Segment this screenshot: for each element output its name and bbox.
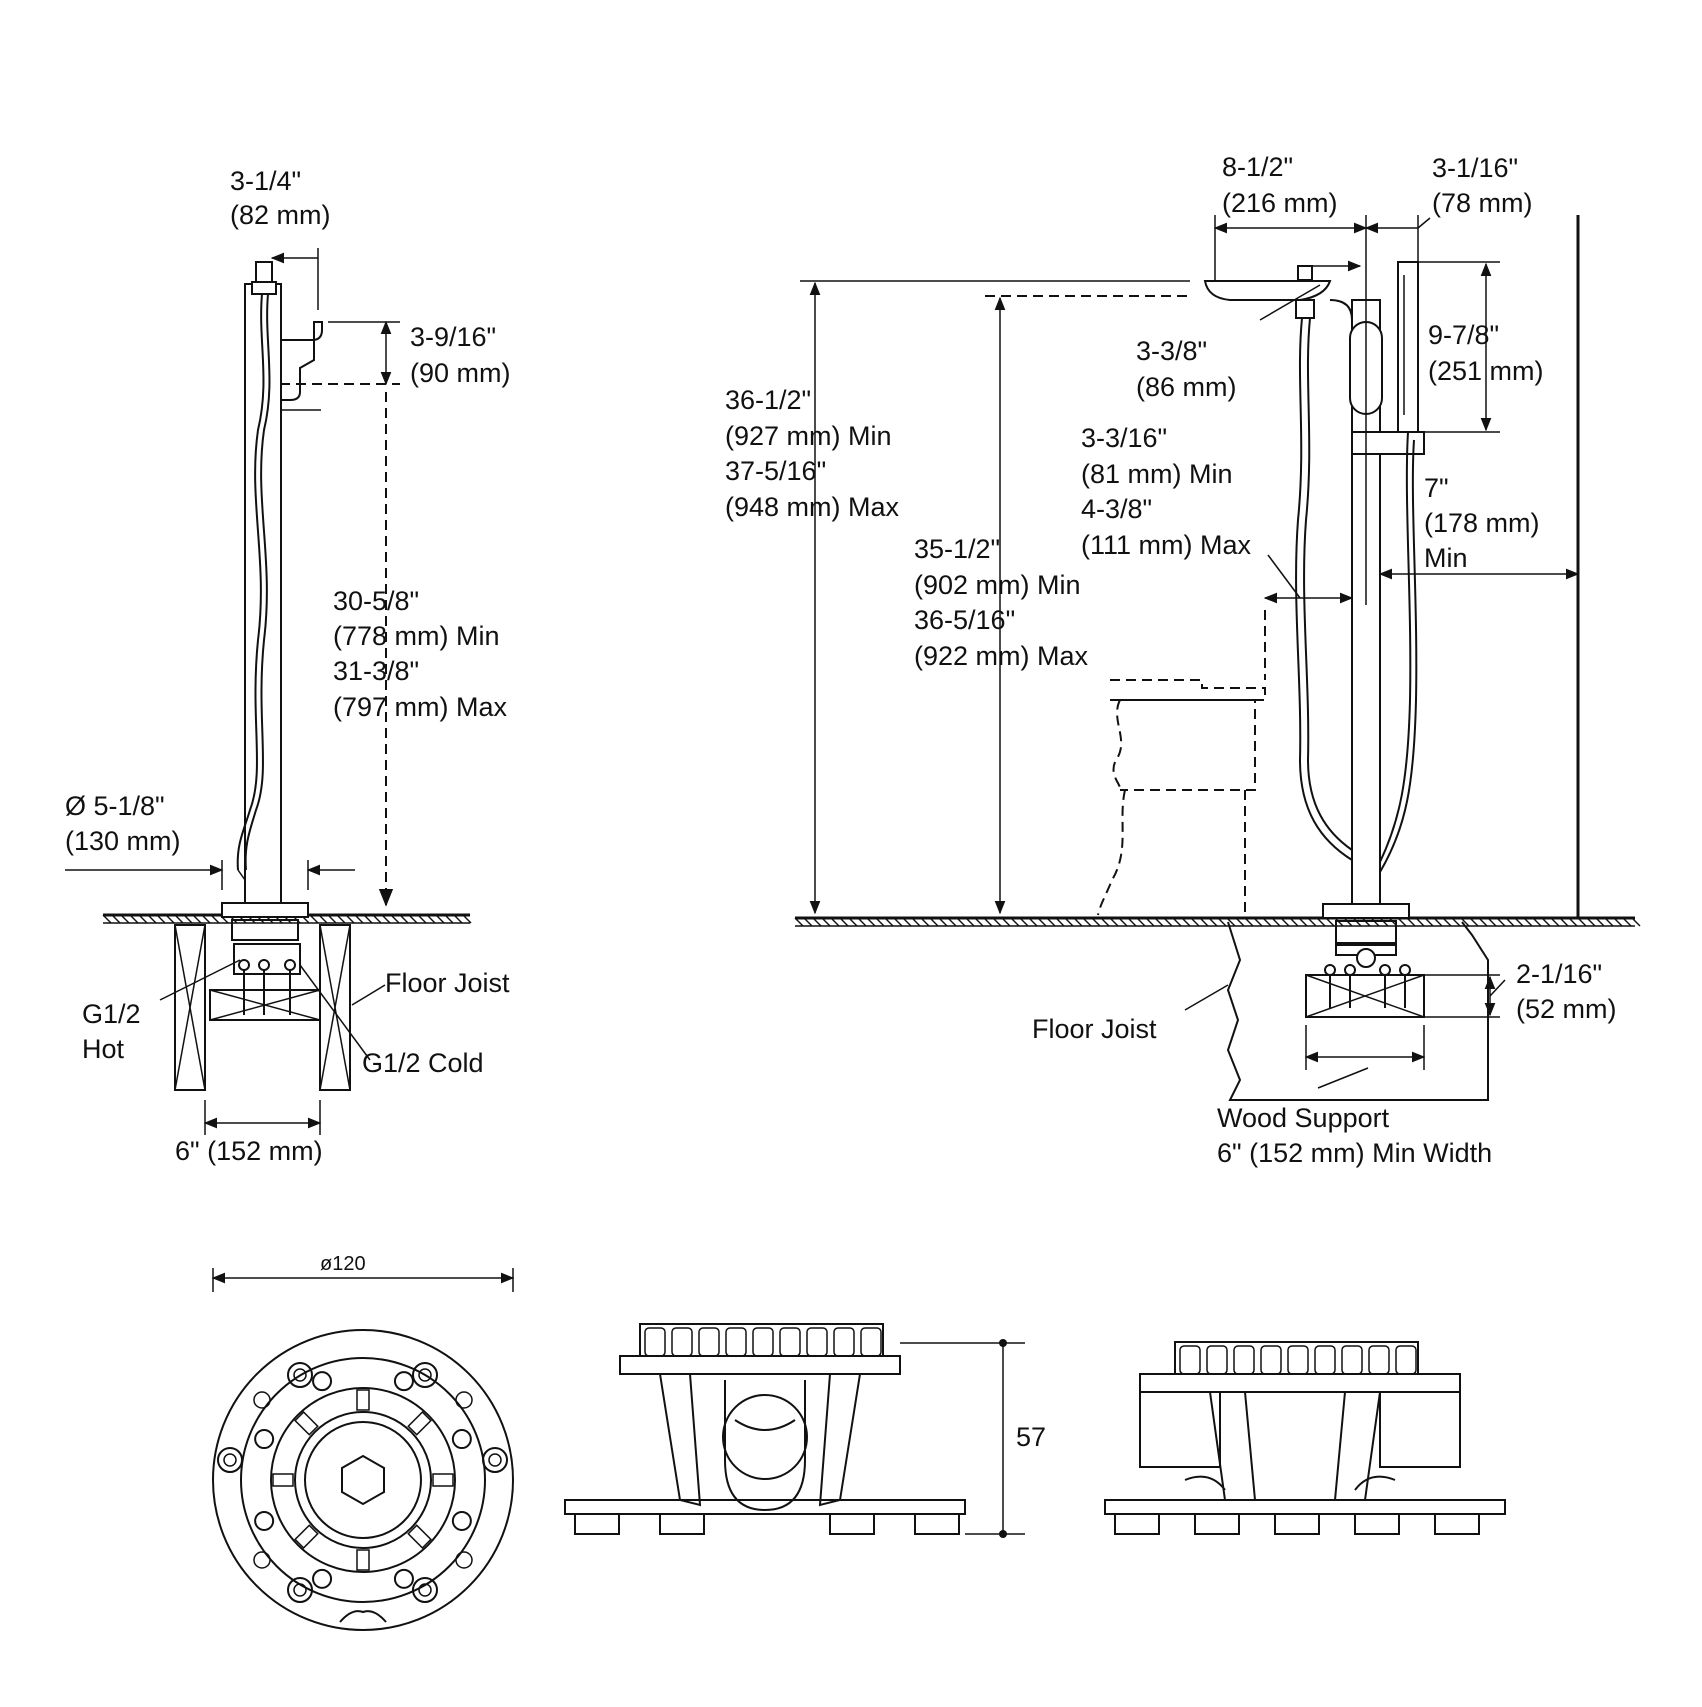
front-view: 36-1/2" (927 mm) Min 37-5/16" (948 mm) M…: [725, 152, 1641, 1168]
front-overall-height-4: (948 mm) Max: [725, 492, 900, 522]
side-height-1: 30-5/8": [333, 586, 419, 616]
front-reach-mm: (216 mm): [1222, 188, 1338, 218]
front-wood-support: [1305, 974, 1425, 1018]
rough-in-views: ø120 57: [211, 1253, 1506, 1631]
side-top-width-mm: (82 mm): [230, 200, 331, 230]
front-wall-1: 7": [1424, 473, 1449, 503]
side-joist-right: [319, 924, 351, 1091]
side-base-dia-in: Ø 5-1/8": [65, 791, 165, 821]
front-tub-clear-3: 4-3/8": [1081, 494, 1152, 524]
side-base-dia-mm: (130 mm): [65, 826, 181, 856]
rough-in-plan: [212, 1329, 514, 1631]
side-joist-spacing: 6" (152 mm): [175, 1136, 323, 1166]
front-tub-clear-4: (111 mm) Max: [1081, 530, 1252, 560]
front-bolts: [1324, 964, 1411, 1008]
side-bolts: [238, 959, 296, 1015]
front-outlet-height-3: 36-5/16": [914, 605, 1015, 635]
front-floor-joist-label: Floor Joist: [1032, 1014, 1157, 1044]
front-outlet-height-2: (902 mm) Min: [914, 570, 1081, 600]
front-overall-height-1: 36-1/2": [725, 385, 811, 415]
front-support-depth-mm: (52 mm): [1516, 994, 1617, 1024]
front-wall-2: (178 mm): [1424, 508, 1540, 538]
side-handle-height-in: 3-9/16": [410, 322, 496, 352]
front-spout-depth-mm: (86 mm): [1136, 372, 1237, 402]
rough-in-diameter: ø120: [320, 1253, 366, 1275]
side-hot-2: Hot: [82, 1034, 125, 1064]
handshower: [1397, 261, 1419, 433]
front-outlet-height-4: (922 mm) Max: [914, 641, 1089, 671]
rough-in-elevation-1: [564, 1323, 966, 1535]
side-view: 3-1/4" (82 mm) 3-9/16" (90 mm) 30-5/8" (…: [65, 166, 511, 1166]
front-overall-height-2: (927 mm) Min: [725, 421, 892, 451]
front-offset-mm: (78 mm): [1432, 188, 1533, 218]
front-wood-support-label: Wood Support: [1217, 1103, 1390, 1133]
front-reach-in: 8-1/2": [1222, 152, 1293, 182]
side-cold-label: G1/2 Cold: [362, 1048, 484, 1078]
front-spout-depth-in: 3-3/8": [1136, 336, 1207, 366]
side-height-2: (778 mm) Min: [333, 621, 500, 651]
side-height-4: (797 mm) Max: [333, 692, 508, 722]
side-hot-1: G1/2: [82, 999, 141, 1029]
front-tub-clear-1: 3-3/16": [1081, 423, 1167, 453]
front-outlet-height-1: 35-1/2": [914, 534, 1000, 564]
side-handle-height-mm: (90 mm): [410, 358, 511, 388]
tub-outline: [1097, 610, 1266, 916]
front-support-depth-in: 2-1/16": [1516, 959, 1602, 989]
side-floor-joist-label: Floor Joist: [385, 968, 510, 998]
handshower-arm: [1351, 431, 1425, 455]
front-wall-3: Min: [1424, 543, 1468, 573]
side-height-3: 31-3/8": [333, 656, 419, 686]
front-tub-clear-2: (81 mm) Min: [1081, 459, 1233, 489]
rough-in-elevation-2: [1104, 1341, 1506, 1535]
side-joist-left: [174, 924, 206, 1091]
side-top-width-in: 3-1/4": [230, 166, 301, 196]
rough-in-height: 57: [1016, 1422, 1046, 1452]
front-hs-length-in: 9-7/8": [1428, 320, 1499, 350]
front-overall-height-3: 37-5/16": [725, 456, 826, 486]
front-hs-length-mm: (251 mm): [1428, 356, 1544, 386]
front-offset-in: 3-1/16": [1432, 153, 1518, 183]
front-wood-support-width: 6" (152 mm) Min Width: [1217, 1138, 1492, 1168]
